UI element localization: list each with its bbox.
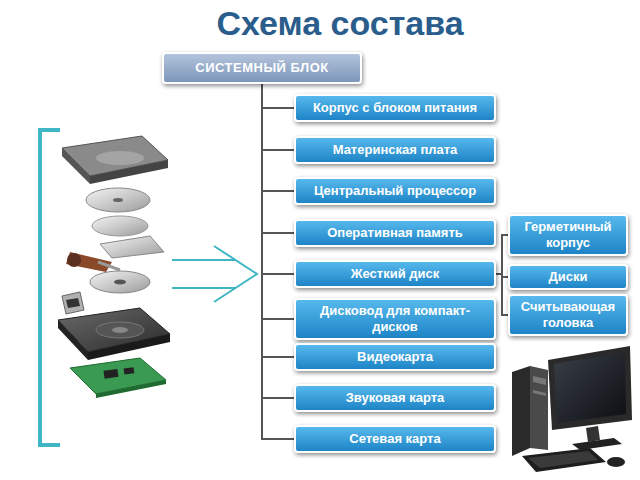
box-label: Оперативная память bbox=[327, 225, 463, 241]
box-label: СИСТЕМНЫЙ БЛОК bbox=[195, 60, 329, 76]
component-box: Дисковод для компакт-дисков bbox=[294, 298, 496, 340]
component-box: Корпус с блоком питания bbox=[294, 94, 496, 122]
tree-connector bbox=[262, 84, 294, 150]
box-label: Дисковод для компакт-дисков bbox=[302, 303, 488, 334]
component-box: Считывающая головка bbox=[508, 294, 628, 336]
component-box: Диски bbox=[508, 264, 628, 290]
tree-connector bbox=[496, 235, 508, 274]
tree-connector bbox=[262, 84, 294, 398]
box-label: Считывающая головка bbox=[516, 299, 620, 330]
box-label: Видеокарта bbox=[357, 349, 433, 365]
diagram-title: Схема состава bbox=[40, 4, 640, 43]
component-box: Видеокарта bbox=[294, 343, 496, 371]
tree-connector bbox=[262, 84, 294, 439]
tree-connector bbox=[262, 84, 294, 357]
box-label: Сетевая карта bbox=[349, 431, 440, 447]
box-label: Диски bbox=[549, 269, 588, 285]
tree-connector bbox=[262, 84, 294, 108]
tree-connector bbox=[262, 84, 294, 191]
bracket bbox=[40, 130, 60, 445]
component-box: Оперативная память bbox=[294, 219, 496, 247]
box-label: Звуковая карта bbox=[346, 390, 445, 406]
component-box: Жесткий диск bbox=[294, 260, 496, 288]
box-label: Жесткий диск bbox=[351, 266, 440, 282]
component-box: Материнская плата bbox=[294, 136, 496, 164]
tree-connector bbox=[262, 84, 294, 274]
box-label: Герметичный корпус bbox=[516, 219, 620, 250]
component-box: Сетевая карта bbox=[294, 425, 496, 453]
box-label: Корпус с блоком питания bbox=[313, 100, 477, 116]
box-label: Центральный процессор bbox=[314, 183, 476, 199]
tree-connector bbox=[496, 274, 508, 315]
component-box: Звуковая карта bbox=[294, 384, 496, 412]
tree-connector bbox=[262, 84, 294, 319]
hollow-arrow bbox=[172, 246, 257, 302]
computer-illustration bbox=[503, 345, 638, 477]
root-box: СИСТЕМНЫЙ БЛОК bbox=[162, 52, 362, 84]
tree-connector bbox=[262, 84, 294, 233]
hdd-illustration bbox=[58, 136, 170, 398]
component-box: Центральный процессор bbox=[294, 177, 496, 205]
box-label: Материнская плата bbox=[333, 142, 458, 158]
component-box: Герметичный корпус bbox=[508, 214, 628, 256]
